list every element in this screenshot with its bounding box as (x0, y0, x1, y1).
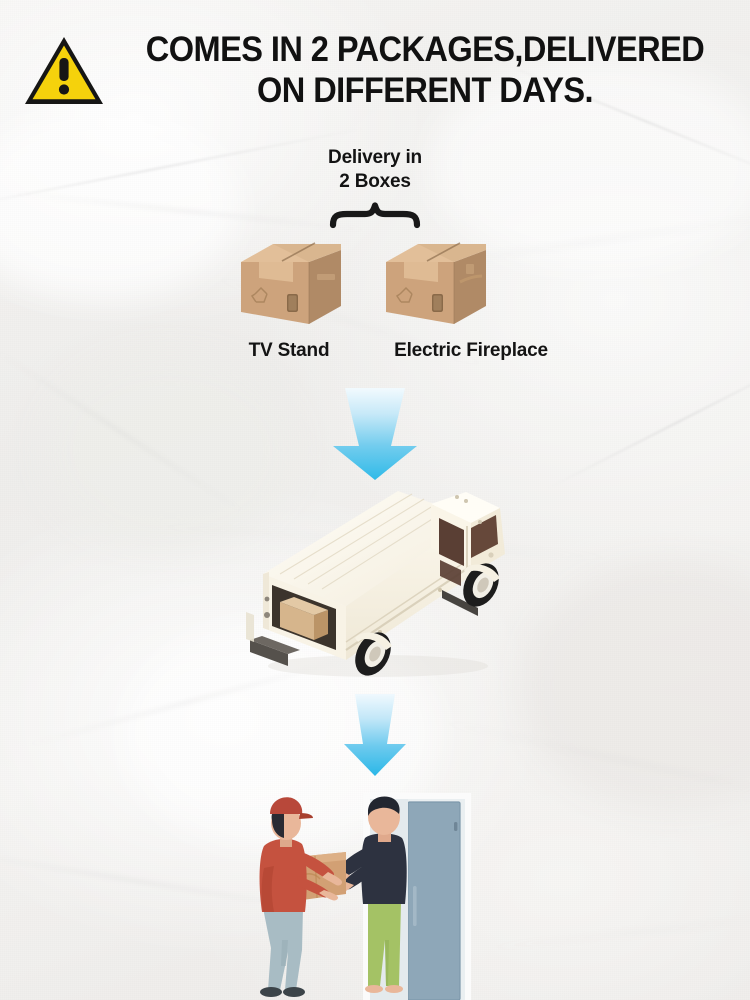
delivery-caption: Delivery in 2 Boxes (328, 147, 422, 193)
package-handoff-icon (259, 793, 471, 1000)
down-arrow-icon (344, 694, 406, 776)
marble-shade (520, 560, 750, 810)
courier-figure (259, 797, 343, 997)
page-title: COMES IN 2 PACKAGES,DELIVERED ON DIFFERE… (145, 30, 705, 110)
delivery-truck-icon (246, 491, 505, 677)
marble-shade (40, 350, 300, 550)
header: COMES IN 2 PACKAGES,DELIVERED ON DIFFERE… (0, 18, 750, 118)
package-label-tv-stand: TV Stand (248, 340, 330, 361)
cardboard-box-icon (241, 242, 341, 324)
curly-brace-icon (329, 202, 421, 229)
package-labels: TV Stand Electric Fireplace (0, 340, 750, 366)
marble-highlight (430, 60, 750, 270)
package-label-electric-fireplace: Electric Fireplace (394, 340, 548, 361)
marble-highlight (0, 110, 240, 300)
customer-figure (328, 796, 407, 993)
cardboard-box-icon (386, 242, 486, 324)
package-row (0, 238, 750, 338)
down-arrow-icon (333, 388, 417, 480)
warning-triangle-icon (25, 37, 103, 104)
